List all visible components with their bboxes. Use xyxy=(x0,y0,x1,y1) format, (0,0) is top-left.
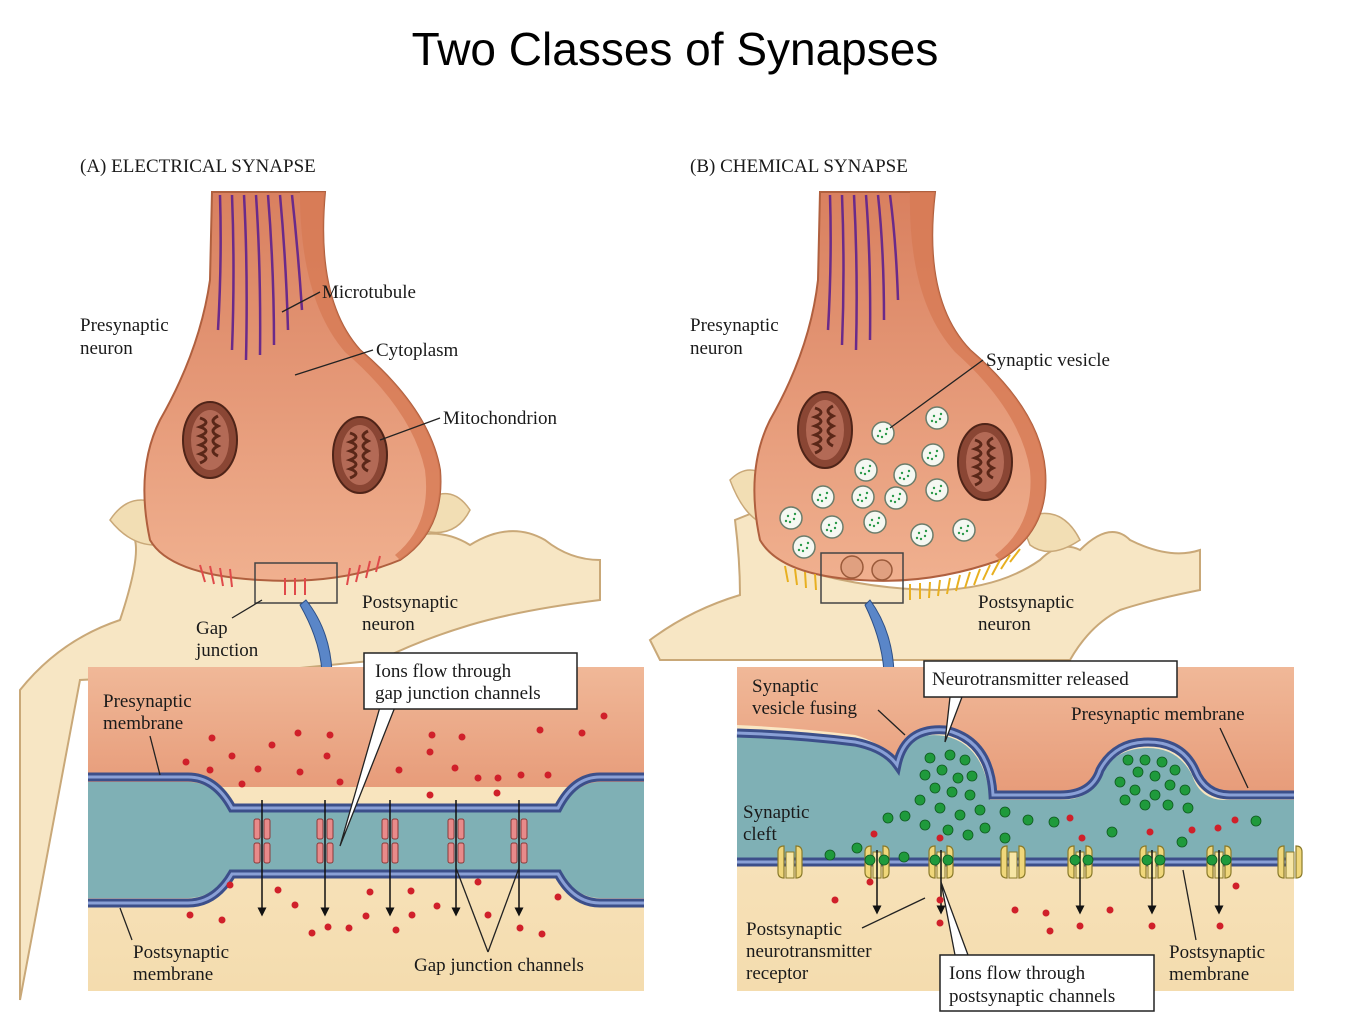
b-cleft-label-2: cleft xyxy=(743,824,777,845)
a-axon-edge xyxy=(300,192,441,560)
slide-title: Two Classes of Synapses xyxy=(411,23,939,75)
a-postsynaptic-label-2: neuron xyxy=(362,614,415,635)
b-post-membrane-leader xyxy=(1182,869,1197,941)
b-ions-label-2: postsynaptic channels xyxy=(949,986,1115,1007)
a-ions-label-2: gap junction channels xyxy=(375,683,541,704)
a-zoom-box xyxy=(254,562,338,604)
b-neurotransmitter-molecules xyxy=(824,749,1262,866)
a-cytoplasm-label: Cytoplasm xyxy=(376,340,459,361)
b-ions xyxy=(831,814,1240,935)
a-mitochondrion-leader xyxy=(379,417,441,441)
a-mitochondrion-right xyxy=(331,415,389,495)
a-mitochondrion-left xyxy=(181,400,239,480)
b-axon-edge xyxy=(909,192,1046,560)
b-zoom-box xyxy=(820,552,904,604)
a-post-membrane-leader xyxy=(119,907,133,941)
b-presynaptic-label-2: neuron xyxy=(690,338,743,359)
a-gap-channels-leaders xyxy=(455,867,520,953)
a-synaptic-cleft xyxy=(88,782,644,898)
b-receptor-label-3: receptor xyxy=(746,963,809,984)
b-zoom-panel: Neurotransmitter released Ions flow thro… xyxy=(736,660,1303,1012)
b-receptor-label-2: neurotransmitter xyxy=(746,941,872,962)
a-pre-membrane-label-1: Presynaptic xyxy=(103,691,192,712)
a-mitochondrion-label: Mitochondrion xyxy=(443,408,557,429)
a-gap-label-2: junction xyxy=(195,640,259,661)
a-microtubule-leader xyxy=(281,291,321,313)
a-gap-leader xyxy=(231,599,263,619)
a-ions xyxy=(182,712,608,938)
panel-a-electrical: (A) ELECTRICAL SYNAPSE xyxy=(19,156,644,1001)
a-pre-membrane-label-2: membrane xyxy=(103,713,183,734)
b-synaptic-cleft xyxy=(737,735,1294,858)
panel-b-heading: (B) CHEMICAL SYNAPSE xyxy=(690,156,908,177)
b-vesicle-fusing-leader xyxy=(877,709,906,736)
a-cytoplasm-leader xyxy=(294,349,374,376)
b-mitochondrion-left xyxy=(796,390,854,470)
b-postsynaptic-label-2: neuron xyxy=(978,614,1031,635)
b-microtubules xyxy=(826,194,900,351)
b-post-membrane-label-2: membrane xyxy=(1169,964,1249,985)
b-postsynaptic-label-1: Postsynaptic xyxy=(978,592,1074,613)
a-presynaptic-label-1: Presynaptic xyxy=(80,315,169,336)
a-gap-label-1: Gap xyxy=(196,618,228,639)
b-ions-callout xyxy=(939,954,1155,1012)
b-vesicle-fusing-label-2: vesicle fusing xyxy=(752,698,858,719)
a-zoom-panel: Ions flow through gap junction channels … xyxy=(88,652,644,991)
b-receptor-ticks xyxy=(784,548,1021,600)
a-gap-channels-label: Gap junction channels xyxy=(414,955,584,976)
a-post-membrane-label-2: membrane xyxy=(133,964,213,985)
a-postsynaptic-label-1: Postsynaptic xyxy=(362,592,458,613)
b-presynaptic-label-1: Presynaptic xyxy=(690,315,779,336)
b-fusing-vesicle-2 xyxy=(871,559,893,581)
a-gap-junction-ticks xyxy=(199,555,381,595)
b-receptor-label-1: Postsynaptic xyxy=(746,919,842,940)
b-cleft-label-1: Synaptic xyxy=(743,802,810,823)
b-receptor-leader xyxy=(861,897,926,929)
a-pre-membrane-leader xyxy=(149,735,161,776)
b-synaptic-vesicle-leader xyxy=(889,359,984,429)
b-pre-membrane-leader xyxy=(1219,727,1249,789)
a-presynaptic-label-2: neuron xyxy=(80,338,133,359)
b-zoom-presynaptic-region xyxy=(737,667,1294,792)
a-microtubule-label: Microtubule xyxy=(322,282,416,303)
a-ions-label-1: Ions flow through xyxy=(375,661,512,682)
b-nt-released-label: Neurotransmitter released xyxy=(932,669,1129,690)
b-post-membrane-label-1: Postsynaptic xyxy=(1169,942,1265,963)
b-vesicle-fusing-label-1: Synaptic xyxy=(752,676,819,697)
b-fusing-vesicle-1 xyxy=(840,555,864,579)
a-ion-flow-arrows xyxy=(257,800,524,917)
b-nt-callout xyxy=(923,660,1178,698)
panel-b-chemical: (B) CHEMICAL SYNAPSE xyxy=(648,156,1303,1012)
b-ions-label-1: Ions flow through xyxy=(949,963,1086,984)
b-mitochondrion-right xyxy=(956,422,1014,502)
a-microtubules xyxy=(216,194,304,361)
a-ions-callout xyxy=(363,652,578,710)
panel-a-heading: (A) ELECTRICAL SYNAPSE xyxy=(80,156,316,177)
b-synaptic-vesicle-label: Synaptic vesicle xyxy=(986,350,1110,371)
a-post-membrane-label-1: Postsynaptic xyxy=(133,942,229,963)
b-pre-membrane-label: Presynaptic membrane xyxy=(1071,704,1245,725)
